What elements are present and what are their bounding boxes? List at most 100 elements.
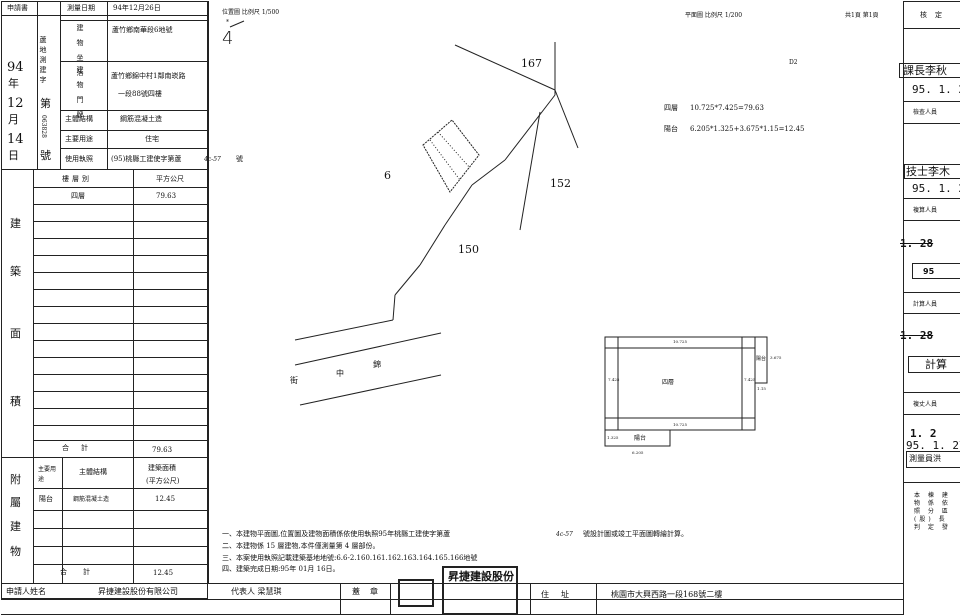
address: 桃園市大興西路一段168號二樓 [611,590,723,599]
company-seal-text: 昇捷建設股份 [448,570,514,583]
north-mark: 4 [222,28,234,49]
annex-col-structure: 主體結構 [79,468,107,476]
annex-use-cell: 陽台 [39,495,53,503]
approval-date-4: 1. 28 [900,329,934,342]
lot-6: 6 [384,169,391,182]
review-stamp: 95 [912,263,960,279]
month-char: 月 [8,113,19,126]
day-number: 14 [7,132,24,147]
approval-date-6: 95. 1. 27 [906,439,960,452]
note-3: 三、本案使用執照記載建築基地地號:6.6-2.160.161.162.163.1… [222,554,478,562]
annex-col-area-unit: (平方公尺) [146,477,180,485]
room-label: 四層 [662,379,675,386]
address-label: 住址 [541,590,581,599]
approval-date-5: 1. 2 [910,427,937,440]
page-indicator: 共1頁 第1頁 [845,12,879,19]
representative: 代表人 梁慧琪 [231,587,282,596]
left-panel [1,1,208,599]
license-handwritten: 4c-57 [204,156,221,163]
floor-plan-title: 平面圖 比例尺 1/200 [685,12,743,19]
floor-calc: 10.725*7.425=79.63 [690,104,764,112]
checker-label: 檢查人員 [913,109,938,116]
number-suffix: 號 [40,149,51,162]
main-use: 住宅 [145,135,159,143]
col-floor-header: 樓層別 [62,175,92,183]
approval-date-3: 1. 28 [900,237,934,250]
area-side-2: 築 [10,265,21,278]
applicant-name: 昇捷建設股份有限公司 [98,587,178,596]
plan-code: D2 [789,59,798,66]
balcony-calc: 6.205*1.325+3.675*1.15=12.45 [690,125,805,133]
street-char-3: 錦 [373,360,381,369]
draft-label: 複丈人員 [913,401,938,408]
area-side-1: 建 [10,217,21,230]
area-total-label: 合計 [62,444,100,452]
dim-balcony-r: 3.675 [770,355,782,360]
approval-date-1: 95. 1. 2 [912,83,960,96]
dim-balcony-h: 1.325 [607,435,619,440]
area-total: 79.63 [152,446,173,454]
note-1-handwritten: 4c-57 [556,531,573,538]
review-label: 複算人員 [913,207,938,214]
annex-structure-cell: 鋼筋混凝土造 [73,496,110,503]
calc-label: 計算人員 [913,301,938,308]
note-4: 四、建築完成日期:95年 01月 16日。 [222,565,340,573]
floor-calc-label: 四層 [664,104,678,112]
main-use-label: 主要用途 [65,135,93,143]
approval-title: 核定 [920,11,950,19]
area-sqm-cell: 79.63 [156,192,177,200]
note-1: 一、本建物平面圖,位置圖及建物面積係依使用執照95年桃縣工建使字第蘆 [222,530,451,538]
area-side-3: 面 [10,327,21,340]
balcony-right-label: 陽台 [756,356,767,362]
street-char-2: 中 [336,369,344,378]
site-plan-title: 位置圖 比例尺 1/500 [222,9,280,16]
year-char: 年 [8,77,19,90]
approval-date-2: 95. 1. 2 [912,182,960,195]
north-dot: * [226,19,229,26]
building-door-line1: 蘆竹鄉錦中村1鄰南崁路 [111,72,186,80]
annex-side-4: 物 [10,545,21,558]
approval-bottom-note: 本 棟 建 物 係 依 照 分 區 (股) 長 判 定 發 [914,492,951,532]
annex-side-2: 屬 [10,496,21,509]
building-location-label: 建物坐落 [76,24,84,84]
dim-left: 7.425 [608,377,620,382]
applicant-label: 申請書 [7,4,28,12]
calc-stamp: 計算 [908,356,960,373]
number-prefix: 第 [40,97,51,110]
lot-167: 167 [521,57,542,70]
main-structure-label: 主體結構 [65,115,93,123]
license: (95)桃縣工建使字第蘆 [111,155,182,163]
applicant-name-label: 申請人姓名 [6,587,46,596]
survey-date-label: 測量日期 [67,4,95,12]
balcony-label: 陽台 [634,435,647,442]
survey-word: 蘆地測建字 [39,36,47,86]
lot-150: 150 [458,243,479,256]
serial-number: 063828 [40,115,47,138]
dim-top: 10.725 [673,339,687,344]
annex-side-1: 附 [10,473,21,486]
annex-total-label: 合計 [60,568,106,576]
dim-balcony-bottom: 6.205 [632,450,644,455]
annex-total: 12.45 [153,569,174,577]
building-door-label: 建物門牌 [76,66,84,126]
license-tail: 號 [236,155,243,163]
day-char: 日 [8,149,19,162]
area-side-4: 積 [10,395,21,408]
lot-152: 152 [550,177,571,190]
annex-col-use: 主要用途 [38,466,57,483]
surveyor-stamp: 測量員洪 [906,451,960,468]
annex-side-3: 建 [10,520,21,533]
month-number: 12 [7,96,24,111]
dim-right: 7.425 [744,377,756,382]
dim-balcony-r2: 1.15 [757,386,766,391]
license-label: 使用執照 [65,155,93,163]
note-2: 二、本建物係 15 層建物,本件僅測量第 4 層部份。 [222,542,380,550]
col-sqm-header: 平方公尺 [156,175,184,183]
area-floor-cell: 四層 [71,192,85,200]
building-door-line2: 一段88號四樓 [118,90,162,98]
note-1-tail: 號設計圖或竣工平面圖轉繪計算。 [583,530,688,538]
main-structure: 鋼筋混凝土造 [120,115,162,123]
seal-label: 蓋章 [352,587,388,596]
